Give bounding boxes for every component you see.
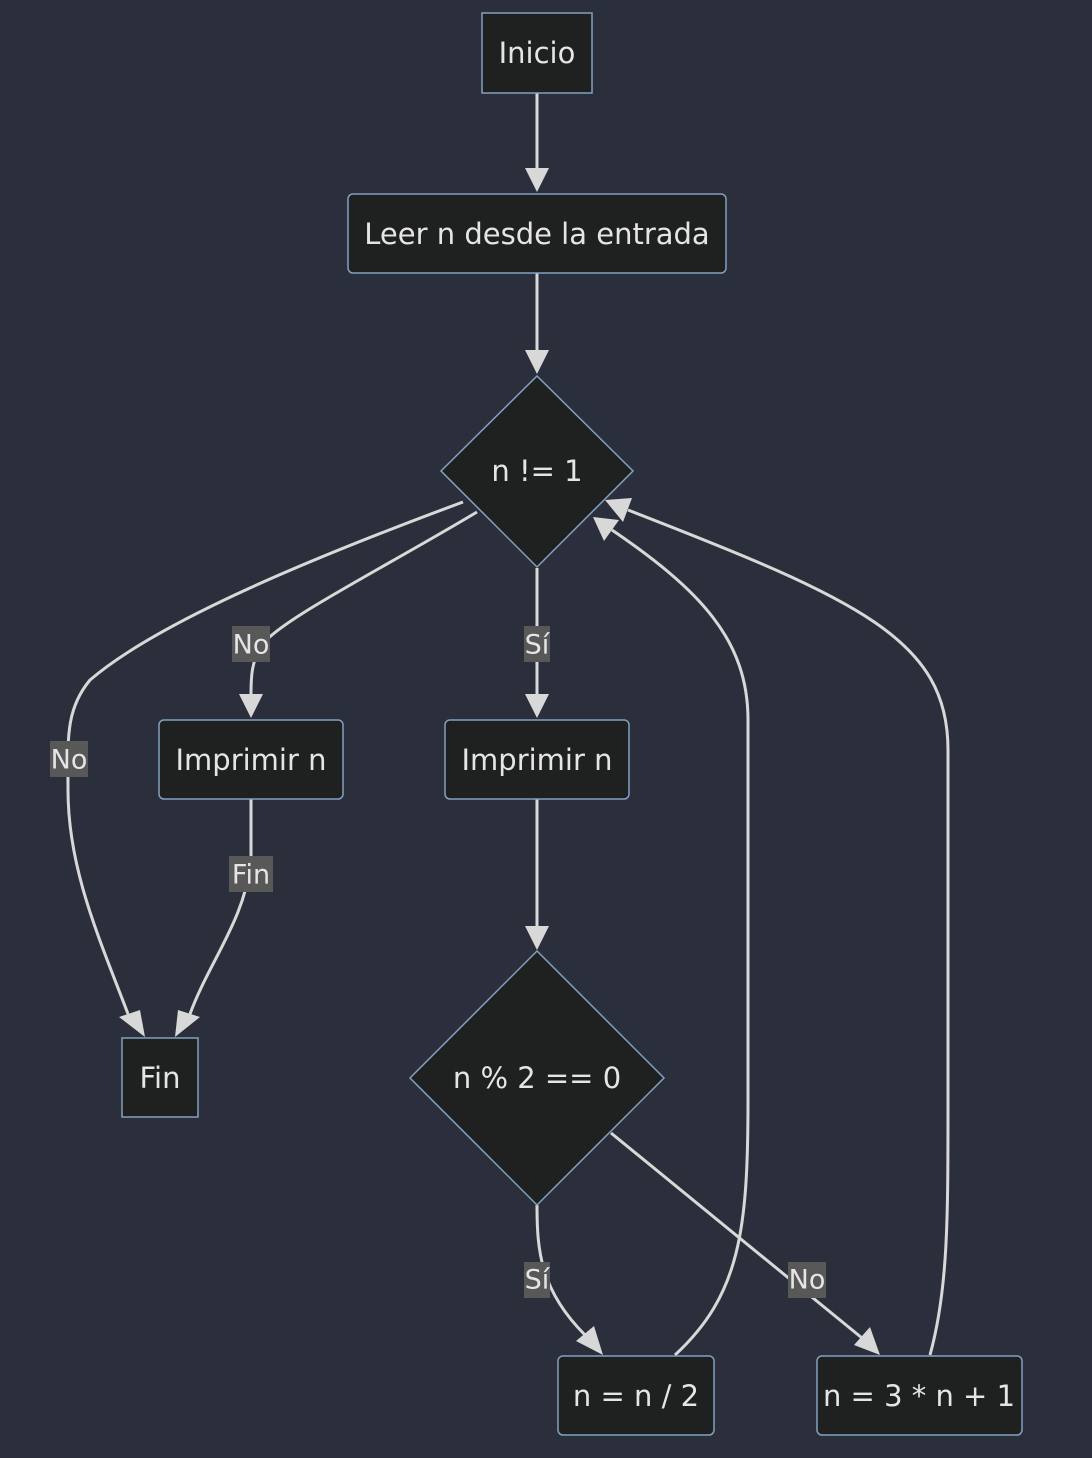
arrowhead [525,926,549,950]
edge-leer-to-cond [525,273,549,374]
edge-div2-to-cond [593,517,750,1357]
edge-label-cond-to-imprimir-right: Sí [524,626,551,662]
svg-text:n = n / 2: n = n / 2 [573,1379,699,1413]
node-imprimir-left[interactable]: Imprimir n [158,719,344,800]
decision-n-not-one[interactable]: n != 1 [439,374,635,569]
arrowhead [239,694,263,718]
edge-label-par-to-triple: No [788,1262,826,1298]
arrowhead [525,168,549,192]
svg-text:n % 2 == 0: n % 2 == 0 [453,1061,621,1095]
svg-text:Leer n desde la entrada: Leer n desde la entrada [364,217,709,251]
node-fin[interactable]: Fin [121,1037,199,1118]
edge-label-cond-to-fin: No [50,741,88,777]
svg-text:No: No [51,745,88,776]
edge-label-cond-to-imprimir-left: No [232,626,270,662]
edge-cond-to-fin [66,500,464,1037]
svg-text:Fin: Fin [232,860,270,891]
node-leer[interactable]: Leer n desde la entrada [347,193,727,274]
arrowhead [576,1326,603,1355]
svg-text:Sí: Sí [525,1265,551,1296]
edge-inicio-to-leer [525,93,549,192]
svg-text:n != 1: n != 1 [491,454,582,488]
svg-text:No: No [233,630,270,661]
edge-triple-to-cond [605,498,950,1356]
arrowhead [119,1010,145,1037]
edge-label-imprimir-left-to-fin: Fin [229,856,273,892]
arrowhead [605,498,632,522]
arrowhead [525,694,549,718]
edge-cond-to-imprimir-left [239,510,478,718]
node-n-triple-plus-one[interactable]: n = 3 * n + 1 [816,1355,1023,1436]
node-imprimir-right[interactable]: Imprimir n [444,719,630,800]
svg-text:n = 3 * n + 1: n = 3 * n + 1 [823,1379,1015,1413]
edge-imprimir-right-to-par [525,799,549,950]
edge-imprimir-left-to-fin [175,799,253,1037]
arrowhead [175,1010,200,1037]
svg-text:Imprimir n: Imprimir n [175,743,326,777]
svg-text:Inicio: Inicio [499,36,576,70]
svg-text:Imprimir n: Imprimir n [461,743,612,777]
node-n-div-2[interactable]: n = n / 2 [557,1355,715,1436]
svg-text:Sí: Sí [525,630,551,661]
arrowhead [854,1327,880,1355]
arrowhead [593,517,619,541]
svg-text:Fin: Fin [139,1061,180,1095]
edge-label-par-to-div2: Sí [524,1262,551,1298]
edge-par-to-triple [610,1131,880,1355]
node-inicio[interactable]: Inicio [481,12,593,94]
decision-n-even[interactable]: n % 2 == 0 [408,949,666,1207]
arrowhead [525,350,549,374]
svg-text:No: No [789,1265,826,1296]
